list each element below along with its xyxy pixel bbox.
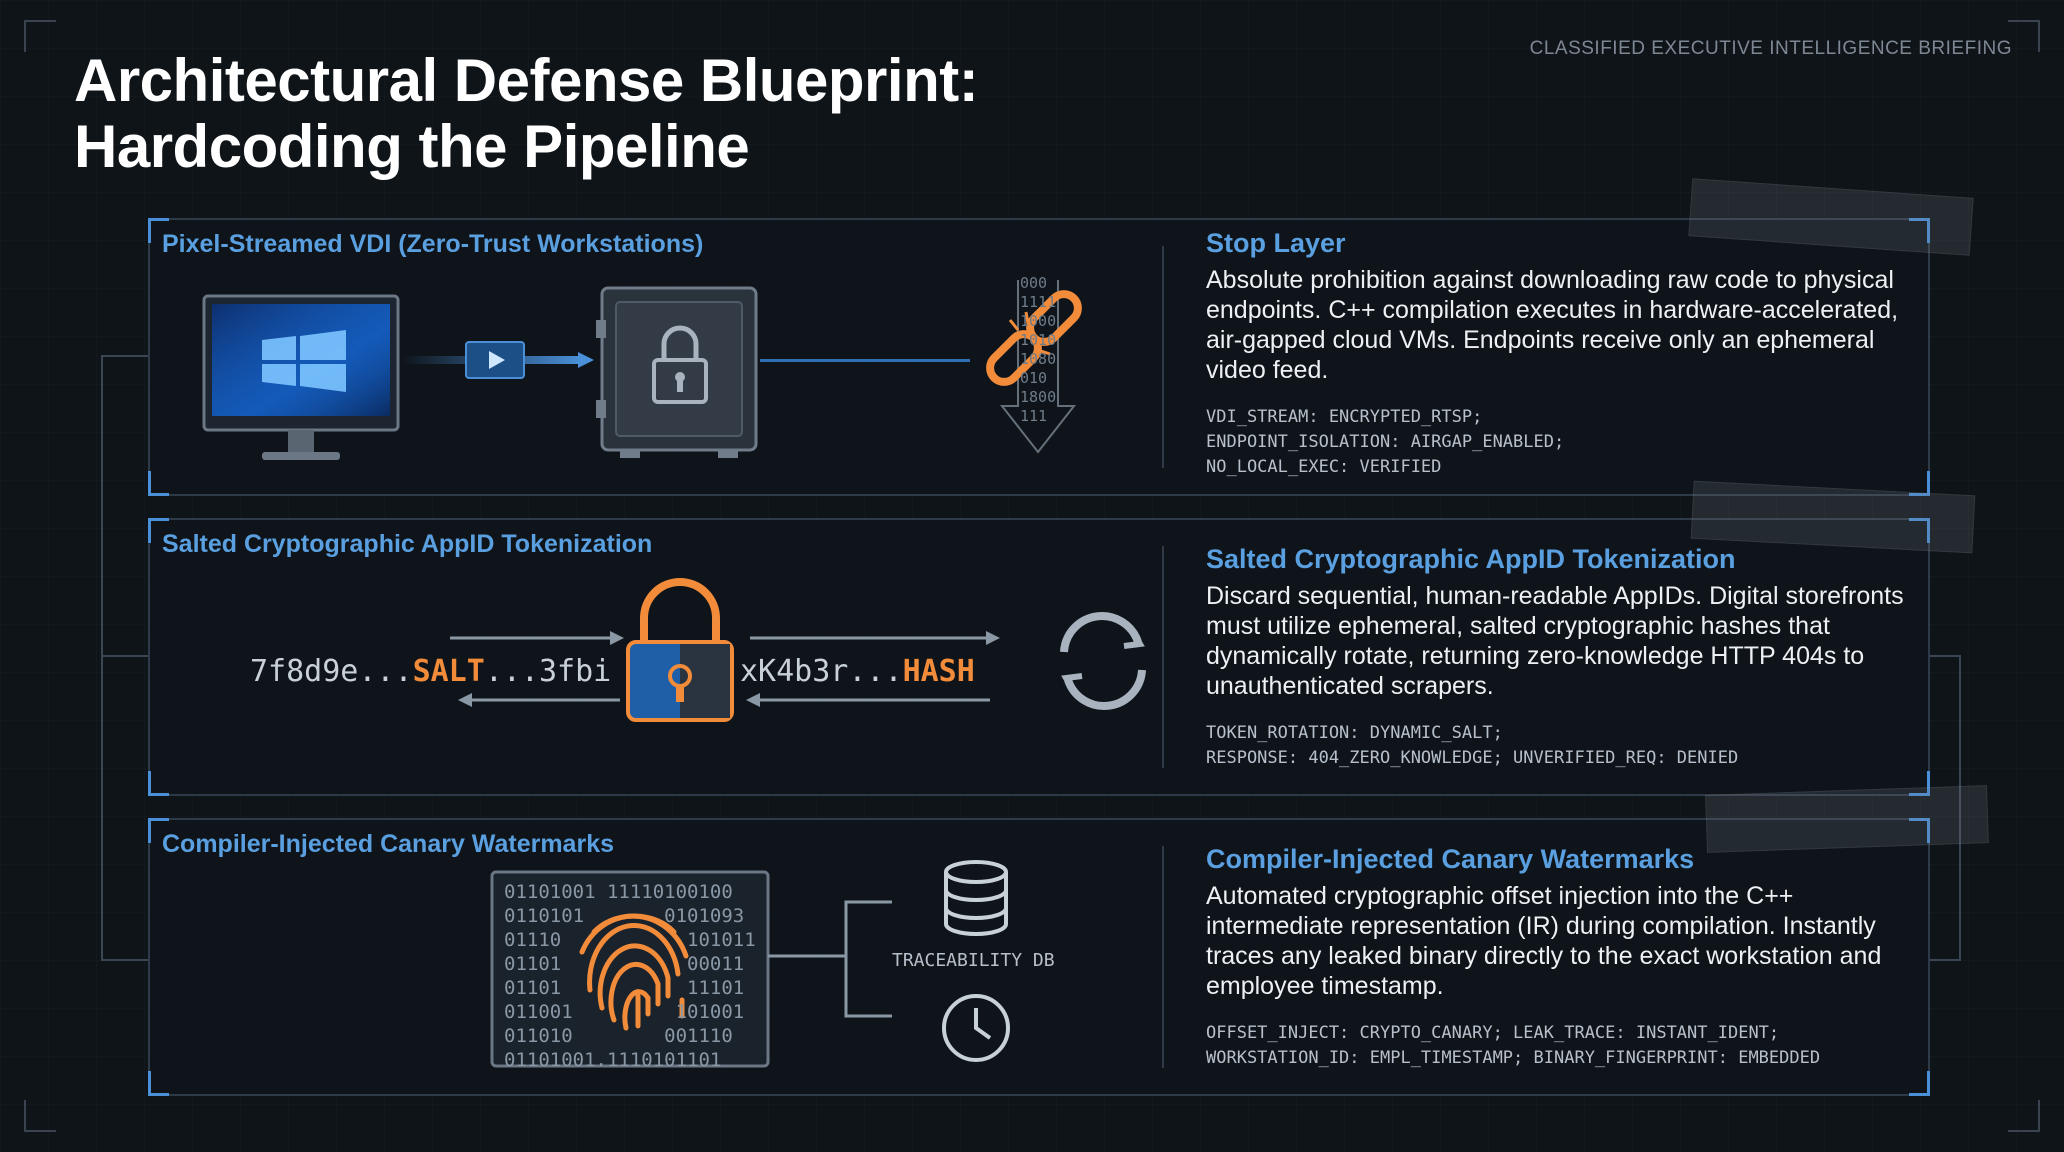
bracket-icon bbox=[148, 771, 169, 796]
padlock-icon bbox=[626, 578, 734, 722]
description-title: Salted Cryptographic AppID Tokenization bbox=[1206, 544, 1736, 574]
panel-divider bbox=[1162, 846, 1164, 1068]
code-line: NO_LOCAL_EXEC: VERIFIED bbox=[1206, 457, 1442, 477]
bracket-icon bbox=[148, 818, 169, 843]
tokenization-illustration bbox=[450, 578, 1146, 722]
description-block: Compiler-Injected Canary Watermarks Auto… bbox=[1206, 844, 1906, 1071]
database-icon bbox=[944, 860, 1008, 936]
clock-icon bbox=[942, 994, 1010, 1062]
salted-token: 7f8d9e...SALT...3fbi bbox=[250, 654, 612, 689]
frame-corner-bottom-right bbox=[2008, 1100, 2040, 1132]
description-title: Stop Layer bbox=[1206, 228, 1346, 258]
classification-label: CLASSIFIED EXECUTIVE INTELLIGENCE BRIEFI… bbox=[1529, 38, 2012, 59]
panel-label: Salted Cryptographic AppID Tokenization bbox=[162, 530, 653, 558]
frame-corner-top-left bbox=[24, 20, 56, 52]
panel-divider bbox=[1162, 546, 1164, 768]
frame-corner-bottom-left bbox=[24, 1100, 56, 1132]
bracket-icon bbox=[1909, 1071, 1930, 1096]
monitor-icon bbox=[202, 294, 400, 460]
binary-block: 01101001 11110100100 0110101 0101093 011… bbox=[504, 881, 756, 1071]
video-stream-icon bbox=[402, 341, 594, 379]
code-line: ENDPOINT_ISOLATION: AIRGAP_ENABLED; bbox=[1206, 432, 1565, 452]
tape-strip bbox=[1705, 785, 1989, 853]
traceability-db-label: TRACEABILITY DB bbox=[892, 950, 1055, 971]
binary-stream: 000 1111 1000 1010 1080 010 1800 111 bbox=[1020, 274, 1057, 425]
description-title: Compiler-Injected Canary Watermarks bbox=[1206, 844, 1695, 874]
code-line: OFFSET_INJECT: CRYPTO_CANARY; LEAK_TRACE… bbox=[1206, 1023, 1780, 1043]
vdi-illustration bbox=[202, 280, 1082, 460]
panel-tokenization: Salted Cryptographic AppID Tokenization … bbox=[148, 518, 1930, 796]
bracket-icon bbox=[1909, 471, 1930, 496]
description-block: Salted Cryptographic AppID Tokenization … bbox=[1206, 544, 1906, 771]
description-body: Absolute prohibition against downloading… bbox=[1206, 266, 1899, 384]
description-body: Discard sequential, human-readable AppID… bbox=[1206, 582, 1904, 700]
panel-label: Pixel-Streamed VDI (Zero-Trust Workstati… bbox=[162, 230, 704, 258]
panel-divider bbox=[1162, 246, 1164, 468]
code-block: TOKEN_ROTATION: DYNAMIC_SALT; RESPONSE: … bbox=[1206, 721, 1906, 771]
bracket-icon bbox=[1909, 218, 1930, 243]
bracket-icon bbox=[1909, 771, 1930, 796]
panel-vdi: Pixel-Streamed VDI (Zero-Trust Workstati… bbox=[148, 218, 1930, 496]
title-line-2: Hardcoding the Pipeline bbox=[74, 113, 750, 180]
panel-canary-watermarks: Compiler-Injected Canary Watermarks bbox=[148, 818, 1930, 1096]
exchange-arrows-icon bbox=[450, 631, 1000, 707]
title-line-1: Architectural Defense Blueprint: bbox=[74, 47, 979, 114]
description-body: Automated cryptographic offset injection… bbox=[1206, 882, 1882, 1000]
bracket-icon bbox=[1909, 818, 1930, 843]
code-line: WORKSTATION_ID: EMPL_TIMESTAMP; BINARY_F… bbox=[1206, 1048, 1821, 1068]
hashed-token: xK4b3r...HASH bbox=[740, 654, 975, 689]
bracket-icon bbox=[148, 518, 169, 543]
rotate-icon bbox=[1060, 612, 1146, 710]
code-line: VDI_STREAM: ENCRYPTED_RTSP; bbox=[1206, 407, 1483, 427]
download-blocked-arrow-icon bbox=[999, 280, 1077, 454]
bracket-icon bbox=[148, 1071, 169, 1096]
panel-label: Compiler-Injected Canary Watermarks bbox=[162, 830, 615, 858]
canary-illustration bbox=[490, 860, 1010, 1068]
fingerprint-icon bbox=[579, 913, 689, 1031]
code-block: VDI_STREAM: ENCRYPTED_RTSP; ENDPOINT_ISO… bbox=[1206, 405, 1906, 480]
frame-corner-top-right bbox=[2008, 20, 2040, 52]
code-line: RESPONSE: 404_ZERO_KNOWLEDGE; UNVERIFIED… bbox=[1206, 748, 1739, 768]
broken-link-icon bbox=[986, 290, 1082, 386]
bracket-icon bbox=[148, 218, 169, 243]
description-block: Stop Layer Absolute prohibition against … bbox=[1206, 228, 1906, 480]
vault-lock-icon bbox=[596, 286, 758, 458]
code-block: OFFSET_INJECT: CRYPTO_CANARY; LEAK_TRACE… bbox=[1206, 1021, 1906, 1071]
bracket-icon bbox=[1909, 518, 1930, 543]
code-line: TOKEN_ROTATION: DYNAMIC_SALT; bbox=[1206, 723, 1503, 743]
page-title: Architectural Defense Blueprint: Hardcod… bbox=[74, 47, 979, 180]
bracket-icon bbox=[148, 471, 169, 496]
